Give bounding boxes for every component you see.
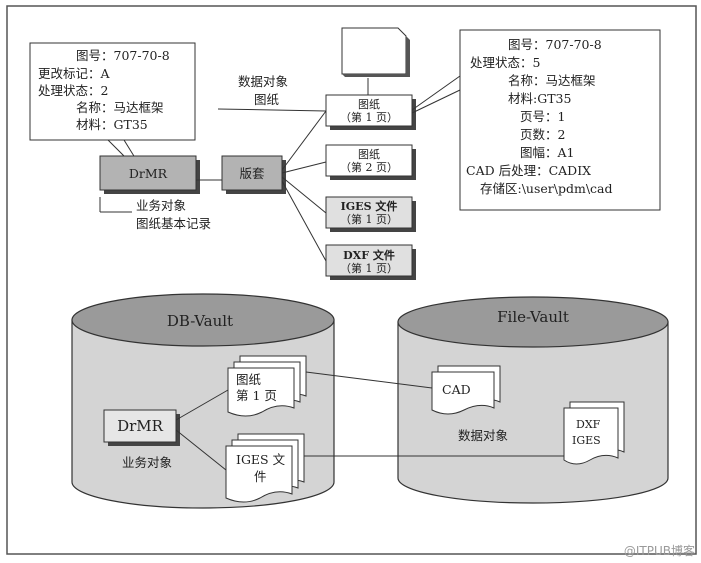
- doc-3-page: （第 1 页）: [340, 212, 398, 226]
- db-business-object-label: 业务对象: [122, 455, 172, 470]
- fv-dxf-label: DXF: [576, 418, 601, 431]
- right-callout-line-7: 图幅：A1: [520, 145, 574, 160]
- fv-dxf-iges-stack: DXF IGES: [563, 401, 625, 465]
- drawing-record-label: 图纸基本记录: [136, 216, 211, 231]
- doc-4-page: （第 1 页）: [340, 261, 398, 275]
- db-iges-title: IGES 文: [236, 452, 286, 467]
- drmr-box-label: DrMR: [129, 166, 168, 181]
- right-callout-line-6: 页数：2: [520, 127, 565, 142]
- db-drawing-title: 图纸: [236, 372, 262, 387]
- db-vault-title: DB-Vault: [167, 312, 233, 330]
- doc-1-title: 图纸: [358, 98, 380, 111]
- left-callout-line-3: 处理状态：2: [38, 83, 108, 98]
- left-callout-line-5: 材料：GT35: [76, 117, 148, 132]
- doc-box-2: 图纸 （第 2 页）: [325, 144, 416, 180]
- drawing-label: 图纸: [254, 92, 280, 107]
- doc-box-1: 图纸 （第 1 页）: [325, 94, 416, 130]
- right-callout-line-4: 材料:GT35: [508, 91, 571, 106]
- left-callout-line-4: 名称：马达框架: [76, 100, 164, 115]
- doc-2-title: 图纸: [358, 148, 380, 161]
- right-callout-line-8: CAD 后处理：CADIX: [466, 163, 591, 178]
- data-object-label: 数据对象: [238, 74, 288, 89]
- fv-cad-label: CAD: [442, 382, 471, 397]
- doc-box-4: DXF 文件 （第 1 页）: [325, 244, 416, 280]
- left-callout-line-2: 更改标记：A: [38, 66, 111, 81]
- db-drawing-stack: 图纸 第 1 页: [227, 355, 307, 417]
- fv-cad-stack: CAD: [431, 365, 501, 415]
- group-connectors: [281, 110, 327, 262]
- group-box-label: 版套: [239, 166, 265, 181]
- right-callout-line-9: 存储区:\user\pdm\cad: [480, 181, 613, 196]
- left-callout-line-1: 图号：707-70-8: [76, 48, 170, 63]
- db-drawing-page: 第 1 页: [236, 388, 277, 403]
- right-callout-line-3: 名称：马达框架: [508, 73, 596, 88]
- doc-1-page: （第 1 页）: [340, 110, 398, 124]
- document-icon: [341, 27, 410, 77]
- doc-3-title: IGES 文件: [341, 199, 398, 213]
- drmr-box: [99, 155, 197, 191]
- group-box: [221, 155, 283, 191]
- db-drmr-label: DrMR: [117, 417, 164, 435]
- fv-iges-label: IGES: [572, 434, 601, 447]
- file-vault-title: File-Vault: [497, 308, 569, 326]
- business-object-label: 业务对象: [136, 198, 186, 213]
- doc-4-title: DXF 文件: [343, 248, 395, 262]
- right-callout-line-5: 页号：1: [520, 109, 565, 124]
- db-drmr-box: [103, 409, 177, 443]
- right-callout-line-1: 图号：707-70-8: [508, 37, 602, 52]
- fv-data-object-label: 数据对象: [458, 428, 508, 443]
- db-iges-stack: IGES 文 件: [225, 433, 305, 503]
- right-callout: 图号：707-70-8 处理状态：5 名称：马达框架 材料:GT35 页号：1 …: [411, 29, 661, 211]
- watermark: @ITPUB博客: [623, 544, 695, 558]
- right-callout-line-2: 处理状态：5: [470, 55, 540, 70]
- doc-2-page: （第 2 页）: [340, 160, 398, 174]
- db-iges-page: 件: [254, 469, 267, 484]
- doc-box-3: IGES 文件 （第 1 页）: [325, 196, 416, 232]
